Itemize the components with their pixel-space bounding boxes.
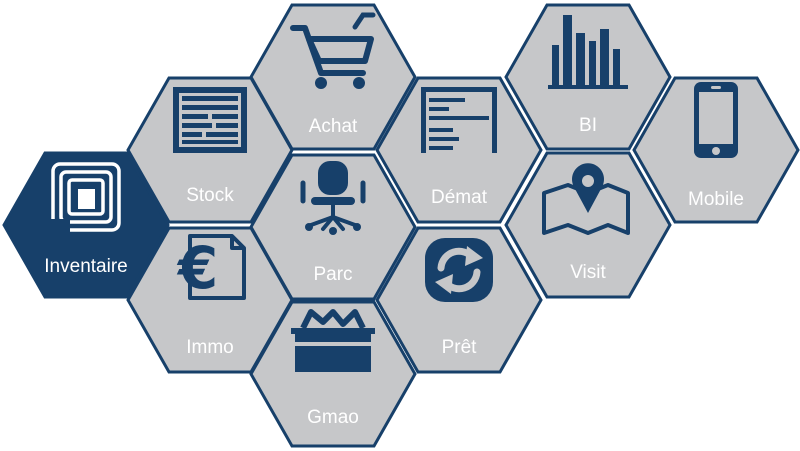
hex-label: Achat bbox=[309, 116, 358, 137]
hex-tile-achat[interactable]: Achat bbox=[249, 3, 417, 151]
toolbox-icon bbox=[291, 309, 375, 372]
smartphone-icon bbox=[694, 82, 738, 158]
hex-tile-pret[interactable]: Prêt bbox=[375, 226, 543, 374]
shelving-icon bbox=[173, 87, 247, 153]
hex-label: Parc bbox=[313, 264, 352, 285]
hex-label: Gmao bbox=[307, 407, 359, 428]
hex-label: Visit bbox=[570, 262, 606, 283]
hex-tile-gmao[interactable]: Gmao bbox=[249, 300, 417, 448]
svg-text:€: € bbox=[176, 234, 218, 302]
hex-label: Démat bbox=[431, 187, 488, 208]
hex-tile-bi[interactable]: BI bbox=[504, 3, 672, 151]
hex-tile-visit[interactable]: Visit bbox=[504, 151, 672, 299]
euro-document-icon: € bbox=[176, 234, 246, 302]
shopping-cart-icon bbox=[290, 12, 376, 89]
hex-label: Immo bbox=[186, 337, 234, 358]
bar-chart-icon bbox=[548, 15, 628, 89]
refresh-arrows-icon bbox=[425, 238, 493, 302]
hex-label: Prêt bbox=[442, 337, 478, 358]
hex-tile-parc[interactable]: Parc bbox=[249, 153, 417, 301]
hex-tile-inventaire[interactable]: Inventaire bbox=[2, 151, 170, 299]
hex-tile-stock[interactable]: Stock bbox=[126, 76, 294, 224]
hex-label: Inventaire bbox=[44, 256, 127, 277]
hex-tile-demat[interactable]: Démat bbox=[375, 76, 543, 224]
hex-label: BI bbox=[579, 115, 597, 136]
document-layout-icon bbox=[421, 87, 497, 153]
map-pin-icon bbox=[542, 163, 630, 235]
inventaire-logo-icon bbox=[50, 162, 121, 233]
hex-tile-immo[interactable]: € Immo bbox=[126, 226, 294, 374]
office-chair-icon bbox=[300, 161, 366, 235]
hex-label: Stock bbox=[186, 185, 234, 206]
hex-label: Mobile bbox=[688, 189, 744, 210]
hex-tile-mobile[interactable]: Mobile bbox=[632, 76, 800, 224]
